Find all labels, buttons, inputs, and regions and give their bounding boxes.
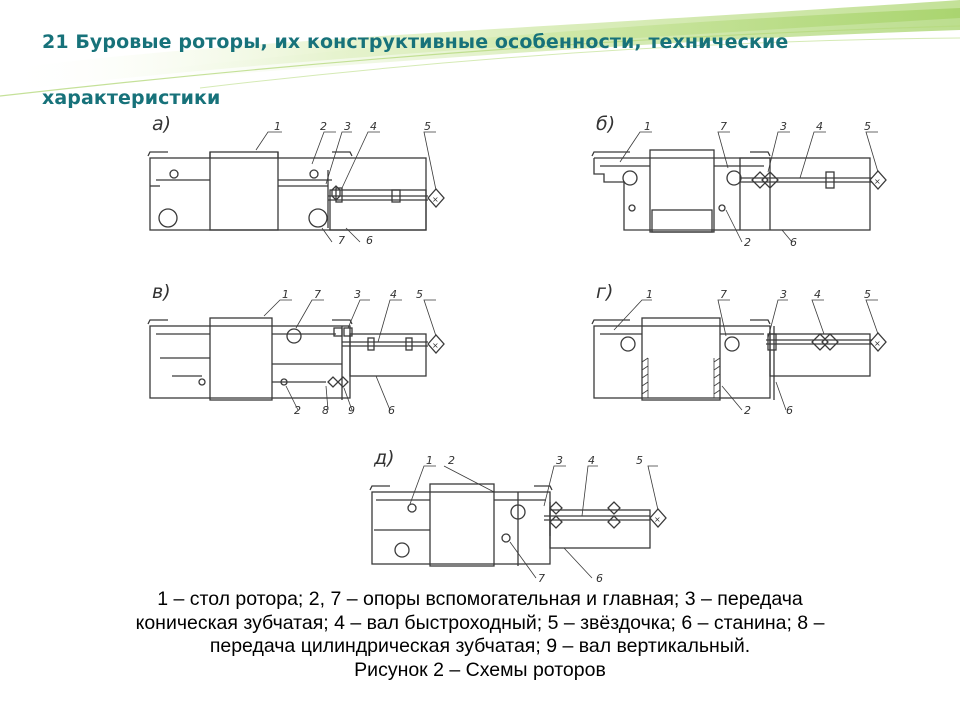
scheme-g-label-1: 1: [646, 288, 653, 301]
scheme-v-label-6: 6: [388, 404, 395, 417]
scheme-g-label-4: 4: [814, 288, 821, 301]
slide-title: 21 Буровые роторы, их конструктивные осо…: [42, 14, 922, 126]
scheme-d: д) × 1 2 3 4 5 7 6: [369, 447, 667, 585]
caption-legend-line-1: 1 – стол ротора; 2, 7 – опоры вспомогате…: [157, 588, 803, 610]
scheme-v-label-3: 3: [354, 288, 361, 301]
slide-title-line-2: характеристики: [42, 87, 221, 109]
scheme-v-label-4: 4: [390, 288, 397, 301]
svg-text:×: ×: [432, 341, 439, 350]
scheme-g-label-2: 2: [744, 404, 751, 417]
scheme-b-label-1: 1: [644, 120, 651, 133]
scheme-d-label-4: 4: [588, 454, 595, 467]
svg-text:×: ×: [654, 515, 661, 524]
scheme-g-label-7: 7: [720, 288, 727, 301]
svg-text:×: ×: [432, 195, 439, 204]
scheme-b-label-7: 7: [720, 120, 727, 133]
scheme-a-label-5: 5: [424, 120, 431, 133]
scheme-d-label-1: 1: [426, 454, 433, 467]
scheme-a-label-6: 6: [366, 234, 373, 247]
scheme-b-letter: б): [596, 113, 615, 135]
caption-legend-line-3: передача цилиндрическая зубчатая; 9 – ва…: [209, 635, 751, 657]
scheme-d-label-7: 7: [538, 572, 545, 585]
scheme-a-label-2: 2: [320, 120, 327, 133]
scheme-v-label-2: 2: [294, 404, 301, 417]
scheme-a-label-1: 1: [274, 120, 281, 133]
scheme-a-letter: а): [152, 113, 171, 135]
figure-caption: 1 – стол ротора; 2, 7 – опоры вспомогате…: [40, 588, 920, 682]
scheme-a-label-4: 4: [370, 120, 377, 133]
scheme-b: б) × 1 7 3 4 5 2 6: [591, 113, 887, 249]
scheme-g-letter: г): [596, 281, 613, 303]
scheme-v-label-1: 1: [282, 288, 289, 301]
scheme-g-label-6: 6: [786, 404, 793, 417]
scheme-b-label-6: 6: [790, 236, 797, 249]
scheme-g-label-5: 5: [864, 288, 871, 301]
scheme-v-label-9: 9: [348, 404, 355, 417]
scheme-d-label-5: 5: [636, 454, 643, 467]
scheme-a-label-7: 7: [338, 234, 345, 247]
scheme-v-label-5: 5: [416, 288, 423, 301]
scheme-d-label-6: 6: [596, 572, 603, 585]
scheme-a: а) × 1 2 3 4 5 7 6: [147, 113, 445, 247]
header-swoosh-decoration: [0, 0, 960, 97]
scheme-g-label-3: 3: [780, 288, 787, 301]
caption-legend-line-2: коническая зубчатая; 4 – вал быстроходны…: [135, 611, 825, 634]
scheme-d-label-3: 3: [556, 454, 563, 467]
svg-text:×: ×: [874, 339, 881, 348]
scheme-a-label-3: 3: [344, 120, 351, 133]
scheme-b-label-2: 2: [744, 236, 751, 249]
scheme-d-letter: д): [373, 447, 395, 469]
rotor-schemes-figure: а) × 1 2 3 4 5 7 6: [147, 113, 887, 585]
scheme-v: в) × 1 7 3 4 5 2 8 9: [147, 281, 445, 417]
scheme-b-label-4: 4: [816, 120, 823, 133]
caption-figure-title: Рисунок 2 – Схемы роторов: [354, 658, 606, 681]
slide-title-line-1: 21 Буровые роторы, их конструктивные осо…: [42, 31, 789, 53]
scheme-v-letter: в): [152, 281, 171, 303]
scheme-b-label-5: 5: [864, 120, 871, 133]
scheme-v-label-7: 7: [314, 288, 321, 301]
scheme-g: г) × 1 7 3 4 5 2 6: [591, 281, 887, 417]
scheme-d-label-2: 2: [448, 454, 455, 467]
scheme-b-label-3: 3: [780, 120, 787, 133]
scheme-v-label-8: 8: [322, 404, 329, 417]
svg-text:×: ×: [874, 177, 881, 186]
